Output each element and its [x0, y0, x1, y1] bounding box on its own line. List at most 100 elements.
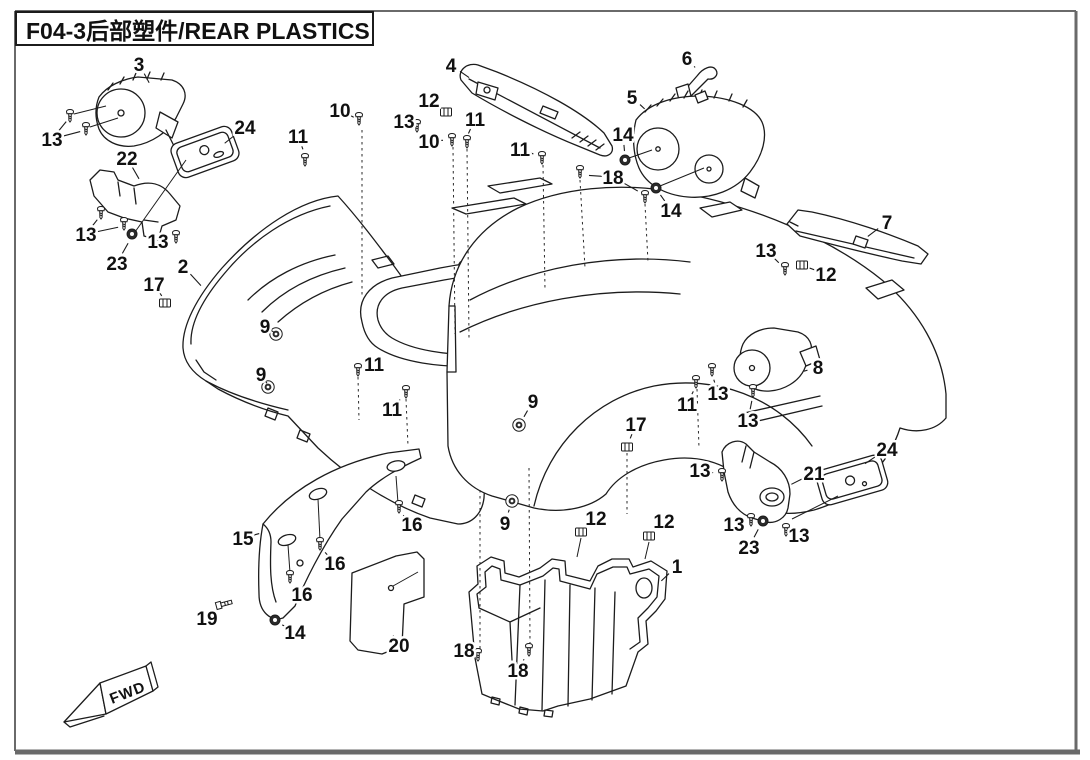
callout-23: 23	[738, 538, 759, 559]
callout-12: 12	[815, 265, 836, 286]
leader-line	[132, 167, 140, 180]
screw-icon	[120, 217, 128, 231]
leader-line	[803, 369, 808, 372]
part-24-reflector-left	[170, 125, 240, 179]
fwd-arrow	[63, 661, 159, 728]
part-7-trim-right	[786, 209, 929, 265]
part-2-left-fender	[182, 195, 485, 525]
leader-line	[693, 65, 696, 68]
callout-6: 6	[682, 49, 693, 70]
screw-icon	[538, 151, 546, 165]
leader-line	[92, 219, 98, 226]
part-24-reflector-right	[815, 454, 889, 506]
screw-icon	[354, 363, 362, 377]
part-21-bracket-right	[721, 440, 791, 524]
callout-13: 13	[147, 232, 168, 253]
callout-11: 11	[288, 127, 309, 148]
leader-line	[588, 174, 603, 177]
callout-12: 12	[585, 509, 606, 530]
assembly-lines	[73, 105, 839, 587]
callout-11: 11	[465, 110, 486, 131]
callout-7: 7	[882, 213, 893, 234]
callout-9: 9	[528, 392, 539, 413]
leader-line	[507, 509, 510, 513]
damper-icon	[269, 327, 283, 341]
callout-12: 12	[653, 512, 674, 533]
part-20-pad	[349, 551, 425, 655]
bolt-icon	[214, 599, 233, 611]
page-title: F04-3后部塑件/REAR PLASTICS	[26, 17, 370, 44]
leader-line	[622, 181, 639, 192]
leader-line	[867, 228, 879, 237]
callout-17: 17	[143, 275, 164, 296]
callout-16: 16	[324, 554, 345, 575]
leader-line	[324, 552, 328, 556]
assembly-line	[73, 105, 107, 115]
grommet-icon	[126, 228, 138, 240]
callout-13: 13	[788, 526, 809, 547]
leader-line	[58, 121, 67, 131]
leader-line	[62, 131, 81, 137]
screw-icon	[718, 468, 726, 482]
screw-icon	[781, 262, 789, 276]
assembly-line	[628, 149, 653, 159]
screw-icon	[395, 500, 403, 514]
leader-line	[659, 194, 666, 202]
dashed-alignment-line	[466, 148, 470, 339]
callout-leaders	[58, 65, 879, 661]
leader-line	[392, 635, 396, 640]
callout-13: 13	[393, 112, 414, 133]
title-box: F04-3后部塑件/REAR PLASTICS	[15, 11, 374, 46]
damper-icon	[261, 380, 275, 394]
callout-24: 24	[876, 440, 898, 461]
grommet-icon	[757, 515, 769, 527]
assembly-line	[395, 475, 399, 504]
screw-icon	[749, 384, 757, 398]
screw-icon	[172, 230, 180, 244]
screw-icon	[413, 119, 421, 133]
callout-9: 9	[260, 317, 271, 338]
alignment-dashed-lines	[357, 130, 700, 649]
leader-line	[660, 573, 670, 582]
leader-line	[623, 144, 626, 152]
screw-icon	[355, 112, 363, 126]
callout-11: 11	[364, 355, 385, 376]
callout-13: 13	[75, 225, 96, 246]
damper-icon	[512, 418, 526, 432]
callout-18: 18	[453, 641, 474, 662]
leader-line	[437, 105, 442, 109]
leader-line	[96, 226, 119, 233]
leader-line	[864, 454, 879, 465]
part-4-trim-strip	[459, 63, 614, 157]
callout-9: 9	[500, 514, 511, 535]
callout-15: 15	[232, 529, 254, 550]
callout-22: 22	[116, 149, 137, 170]
grommet-icon	[269, 614, 281, 626]
part-15-mud-flap	[257, 448, 422, 620]
assembly-line	[89, 117, 119, 128]
screw-icon	[402, 385, 410, 399]
leader-line	[691, 391, 694, 395]
callout-8: 8	[813, 358, 824, 379]
leader-line	[713, 379, 716, 383]
clip-icon	[440, 107, 452, 117]
screw-icon	[782, 523, 790, 537]
leader-line	[742, 521, 745, 523]
assembly-line	[576, 537, 582, 558]
callout-4: 4	[446, 56, 457, 77]
screw-icon	[692, 375, 700, 389]
callout-11: 11	[677, 395, 698, 416]
clip-icon	[796, 260, 808, 270]
assembly-line	[791, 495, 839, 520]
leader-line	[753, 529, 759, 538]
callout-16: 16	[291, 585, 312, 606]
callout-13: 13	[723, 515, 744, 536]
callout-13: 13	[707, 384, 728, 405]
callout-14: 14	[660, 201, 682, 222]
callout-18: 18	[507, 661, 528, 682]
leader-line	[639, 104, 646, 110]
callout-19: 19	[196, 609, 217, 630]
